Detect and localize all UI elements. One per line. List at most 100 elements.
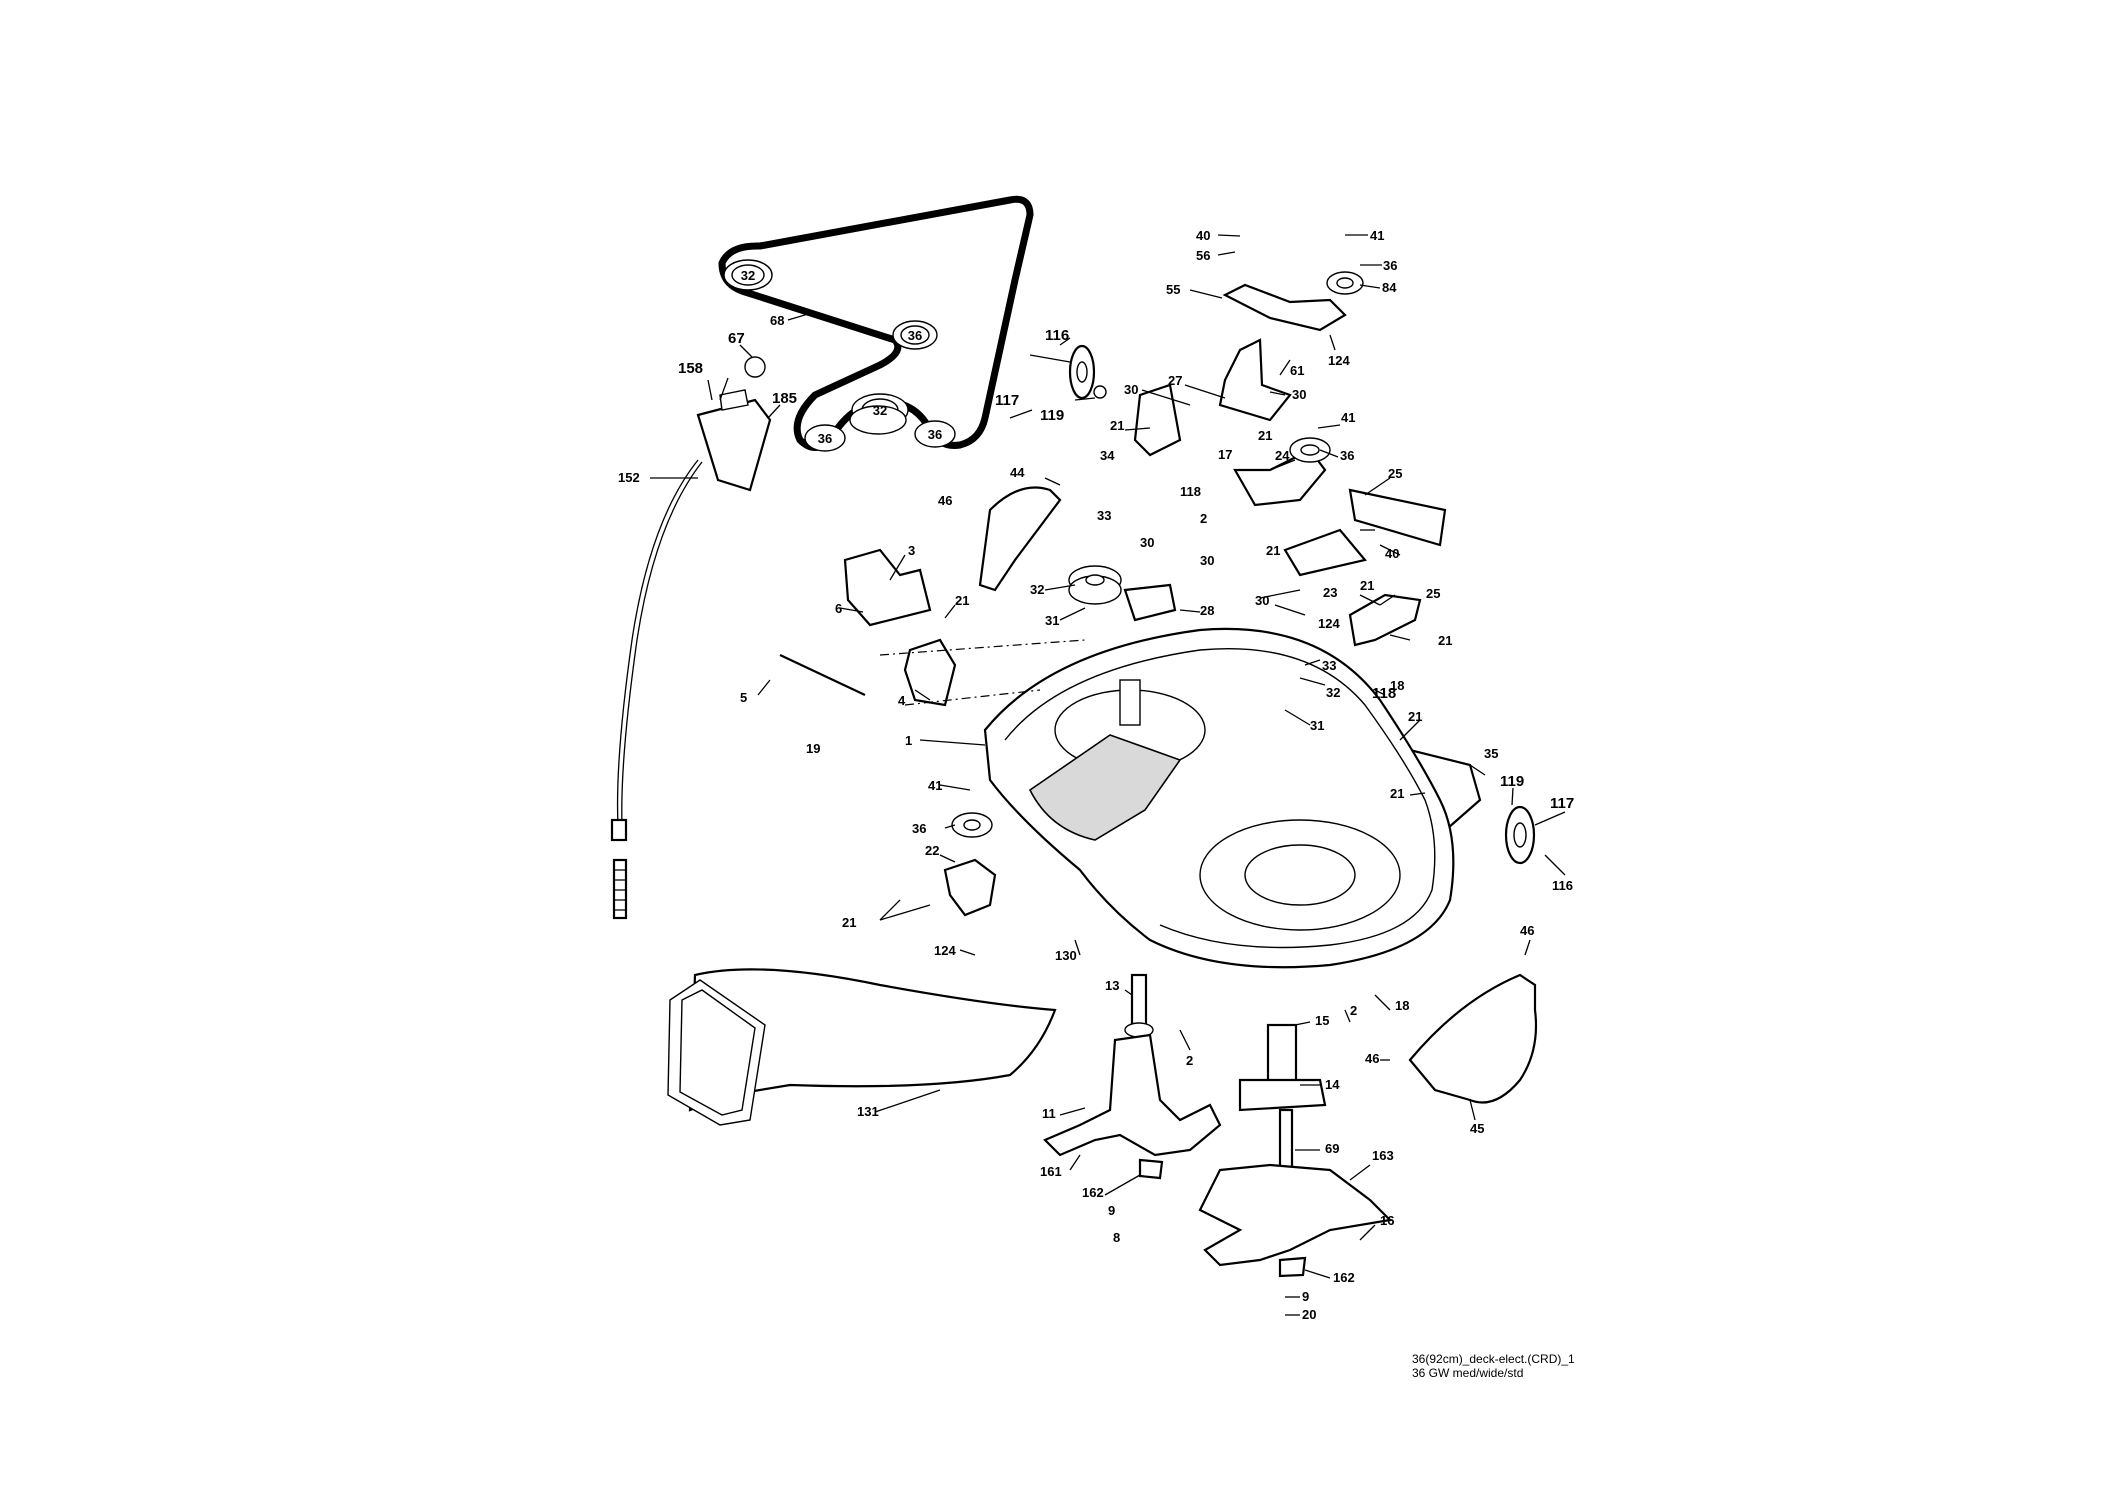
callout: 13 [1105, 978, 1119, 993]
callout: 3 [908, 543, 915, 558]
callout: 18 [1390, 678, 1404, 693]
blade-16 [1198, 1163, 1393, 1267]
callout: 28 [1200, 603, 1214, 618]
callout: 4 [898, 693, 906, 708]
callout: 41 [1341, 410, 1355, 425]
callout: 21 [842, 915, 856, 930]
bracket-28 [1123, 583, 1177, 622]
callout: 21 [1258, 428, 1272, 443]
callout: 34 [1100, 448, 1115, 463]
upper-idler-brackets [1029, 271, 1447, 647]
callout: 9 [1108, 1203, 1115, 1218]
callout: 27 [1168, 373, 1182, 388]
callout: 30 [1124, 382, 1138, 397]
callout: 32 [1326, 685, 1340, 700]
pulley-label: 36 [818, 431, 832, 446]
callout: 2 [1200, 511, 1207, 526]
callout: 15 [1315, 1013, 1329, 1028]
callout-leaders [650, 234, 1566, 1316]
idler-bracket-22 [943, 812, 997, 917]
callout: 117 [995, 392, 1019, 409]
callout: 117 [1550, 795, 1574, 812]
callout: 16 [1380, 1213, 1394, 1228]
callout: 8 [1113, 1230, 1120, 1245]
blade-11 [1043, 1033, 1222, 1157]
callout: 21 [1390, 786, 1404, 801]
belt-cover-45 [1408, 973, 1538, 1104]
pulley-lower-left: 36 [804, 424, 846, 452]
drive-belt-assembly: 32 36 32 36 36 68 [718, 195, 1034, 452]
callout: 2 [1186, 1053, 1193, 1068]
callout: 9 [1302, 1289, 1309, 1304]
callout: 31 [1045, 613, 1059, 628]
callout: 56 [1196, 248, 1210, 263]
pulley-lower-right: 36 [914, 420, 956, 448]
bracket-27 [1218, 338, 1292, 422]
callout: 19 [806, 741, 820, 756]
callout: 6 [835, 601, 842, 616]
callout: 152 [618, 470, 640, 485]
callout: 14 [1325, 1077, 1340, 1092]
caption-line-1: 36(92cm)_deck-elect.(CRD)_1 [1412, 1352, 1575, 1366]
callout: 25 [1426, 586, 1440, 601]
callout: 162 [1333, 1270, 1355, 1285]
callout: 20 [1302, 1307, 1316, 1322]
clutch-cable-assembly [610, 356, 772, 920]
callout: 30 [1140, 535, 1154, 550]
callout: 124 [1328, 353, 1350, 368]
callout: 41 [1370, 228, 1384, 243]
belt-callout: 68 [770, 313, 784, 328]
callout: 161 [1040, 1164, 1062, 1179]
callout: 2 [1350, 1003, 1357, 1018]
bracket-21 [1133, 383, 1182, 457]
spindle-14 [1238, 1078, 1327, 1112]
callout-labels: 40 41 56 36 84 55 124 116 61 27 30 117 1… [618, 228, 1574, 1322]
callout: 118 [1180, 484, 1201, 499]
callout: 55 [1166, 282, 1180, 297]
callout: 84 [1382, 280, 1397, 295]
callout: 1 [905, 733, 912, 748]
pulley-center: 32 [849, 393, 909, 435]
callout: 67 [728, 330, 745, 347]
callout: 24 [1275, 448, 1290, 463]
bracket-3 [843, 548, 932, 627]
callout: 45 [1470, 1121, 1484, 1136]
bracket-185 [696, 398, 772, 492]
callout: 119 [1500, 773, 1524, 790]
caption-line-2: 36 GW med/wide/std [1412, 1366, 1524, 1380]
callout: 69 [1325, 1141, 1339, 1156]
callout: 61 [1290, 363, 1304, 378]
callout: 36 [912, 821, 926, 836]
callout: 40 [1196, 228, 1210, 243]
callout: 11 [1042, 1106, 1056, 1121]
discharge-chute-131 [667, 968, 1057, 1126]
callout: 162 [1082, 1185, 1104, 1200]
belt-guard-44 [978, 486, 1062, 592]
bracket-25-lower [1348, 593, 1422, 647]
callout: 25 [1388, 466, 1402, 481]
callout: 30 [1292, 387, 1306, 402]
pulley-right-upper: 36 [892, 320, 938, 350]
callout: 18 [1395, 998, 1409, 1013]
callout: 130 [1055, 948, 1077, 963]
callout: 21 [1438, 633, 1452, 648]
bracket-23 [1283, 528, 1367, 577]
knob-ball [744, 356, 766, 378]
callout: 185 [772, 390, 797, 407]
callout: 30 [1255, 593, 1269, 608]
callout: 22 [925, 843, 939, 858]
pulley-label: 32 [873, 403, 887, 418]
mower-deck-housing [879, 627, 1455, 969]
pulley-label: 32 [741, 268, 755, 283]
callout: 23 [1323, 585, 1337, 600]
callout: 44 [1010, 465, 1025, 480]
callout: 35 [1484, 746, 1498, 761]
callout: 119 [1040, 407, 1064, 424]
blade-spindle-assembly [1043, 973, 1393, 1278]
callout: 46 [1365, 1051, 1379, 1066]
callout: 21 [955, 593, 969, 608]
callout: 36 [1383, 258, 1397, 273]
bracket-55 [1222, 283, 1347, 332]
callout: 5 [740, 690, 747, 705]
